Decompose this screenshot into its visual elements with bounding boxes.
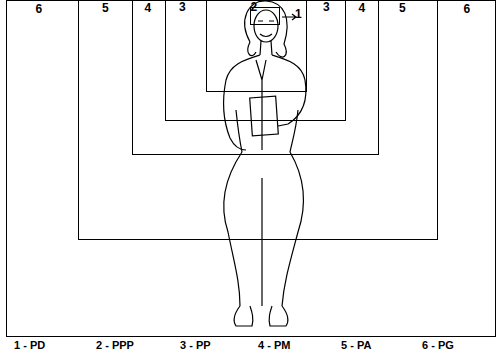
shot-key: 5 - PA xyxy=(341,339,371,352)
shot-key: 6 - PG xyxy=(422,339,454,352)
frame-number: 5 xyxy=(399,1,406,15)
neck xyxy=(260,41,272,55)
shot-frame: 5 5 4 4 3 3 21 xyxy=(78,0,438,240)
left-shoe xyxy=(234,306,253,326)
leader-arrow xyxy=(282,14,296,20)
frame-number: 4 xyxy=(359,1,366,15)
shot-frame: 21 xyxy=(206,0,307,92)
frame-number: 6 xyxy=(464,2,471,16)
shot-key: 2 - PPP xyxy=(96,339,134,352)
inner-leg xyxy=(261,178,262,306)
frame-number: 3 xyxy=(323,0,330,14)
shot-frame: 6 6 5 5 4 4 3 3 21 xyxy=(6,0,496,337)
shot-frame: 4 4 3 3 21 xyxy=(132,0,379,155)
frame-number: 5 xyxy=(102,1,109,15)
torso xyxy=(236,110,298,152)
right-leg xyxy=(282,152,304,306)
shot-frame: 3 3 21 xyxy=(165,0,346,121)
shot-key: 3 - PP xyxy=(180,339,211,352)
frame-number: 1 xyxy=(295,7,302,21)
eyes xyxy=(258,20,274,21)
jacket xyxy=(256,60,266,150)
hair xyxy=(248,42,256,56)
shot-key: 1 - PD xyxy=(14,339,45,352)
right-shoe xyxy=(269,306,288,326)
shot-frame: 1 xyxy=(250,7,280,25)
frame-number: 3 xyxy=(179,0,186,14)
mouth xyxy=(260,34,272,37)
frame-number: 4 xyxy=(145,1,152,15)
face xyxy=(254,10,278,42)
shot-key: 4 - PM xyxy=(258,339,290,352)
left-leg xyxy=(224,152,242,306)
frame-number: 6 xyxy=(36,2,43,16)
paper xyxy=(250,96,279,136)
